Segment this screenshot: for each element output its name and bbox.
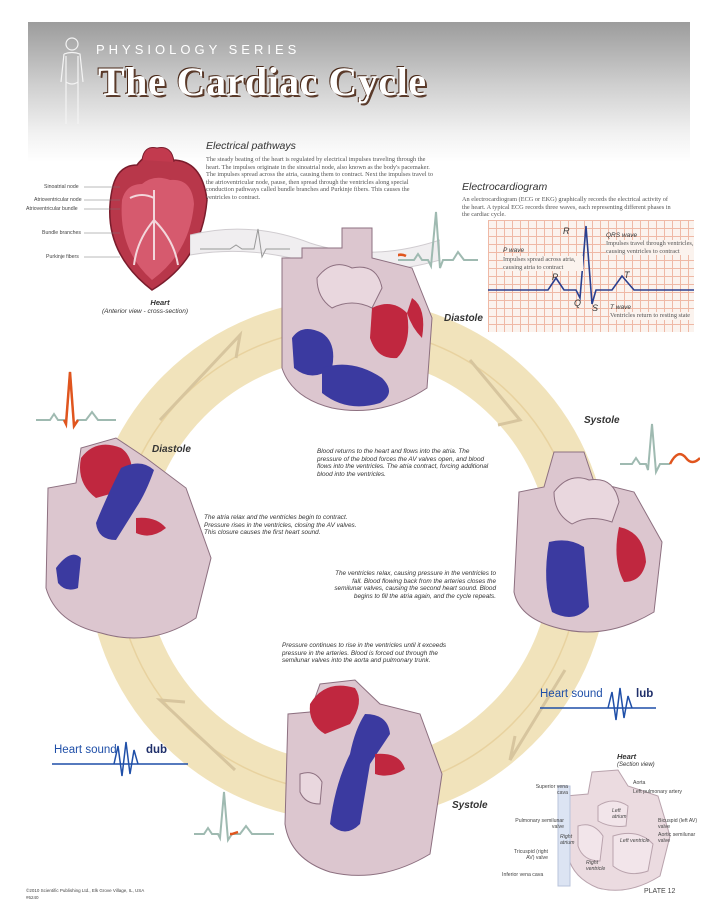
label-superior-vena-cava: Superior vena cava: [535, 784, 568, 796]
label-pulmonary-semilunar-valve: Pulmonary semilunar valve: [515, 818, 564, 830]
label-sinoatrial-node: Sinoatrial node: [44, 184, 79, 190]
section-heart-title: Heart: [617, 752, 637, 761]
heart-systole-bottom: [284, 679, 443, 876]
label-inferior-vena-cava: Inferior vena cava: [502, 872, 544, 878]
cycle-text-atria-relax: The atria relax and the ventricles begin…: [204, 514, 357, 536]
copyright: ©2010 Scientific Publishing Ltd., Elk Gr…: [26, 888, 145, 893]
series-label: PHYSIOLOGY SERIES: [96, 42, 301, 57]
human-figure-icon: [60, 37, 84, 124]
label-aorta: Aorta: [633, 780, 646, 786]
ecg-mini-top: [398, 211, 478, 270]
section-heart-illustration: [557, 769, 671, 891]
ecg-mini-right: [620, 423, 700, 476]
ecg-letter-p: P: [552, 272, 559, 282]
ecg-text: An electrocardiogram (ECG or EKG) graphi…: [462, 196, 671, 219]
phase-label-systole-bottom: Systole: [452, 800, 488, 811]
label-left-ventricle: Left ventricle: [620, 838, 650, 844]
heart-sound-label: Heart sound: [540, 688, 603, 700]
heart-sound-label-2: Heart sound: [54, 744, 117, 756]
heart-systole-right: [513, 451, 663, 633]
ecg-trace: [488, 225, 694, 305]
cycle-text-ventricles-relax: The ventricles relax, causing pressure i…: [334, 570, 496, 600]
page-title: The Cardiac Cycle: [98, 59, 427, 104]
label-right-ventricle: Right ventricle: [586, 860, 606, 872]
label-aortic-semilunar-valve: Aortic semilunar valve: [658, 832, 696, 844]
ecg-qrs-desc: Impulses travel through ventricles, caus…: [606, 240, 694, 256]
plate-number: PLATE 12: [644, 888, 676, 895]
ecg-t-wave-title: T wave: [610, 304, 631, 311]
label-tricuspid-valve: Tricuspid (right AV) valve: [513, 849, 548, 861]
ecg-p-wave-desc: Impulses spread across atria, causing at…: [503, 256, 583, 272]
heart-sound-lub: lub: [636, 688, 654, 700]
ecg-letter-q: Q: [574, 298, 582, 308]
ecg-p-wave-title: P wave: [503, 247, 525, 254]
electrical-pathways-title: Electrical pathways: [206, 140, 296, 152]
heart-diastole-left: [45, 437, 212, 639]
phase-label-diastole-top: Diastole: [444, 313, 483, 324]
label-left-pulmonary-artery: Left pulmonary artery: [633, 789, 683, 795]
product-code: #6240: [26, 895, 39, 900]
label-av-bundle: Atrioventricular bundle: [26, 206, 78, 212]
label-bicuspid-valve: Bicuspid (left AV) valve: [658, 818, 698, 830]
label-leader-lines: [84, 186, 120, 258]
ecg-mini-left: [36, 371, 116, 430]
heart-anterior-title: Heart: [150, 298, 170, 307]
heart-sound-lub-wave: [540, 687, 656, 721]
label-purkinje-fibers: Purkinje fibers: [46, 254, 79, 260]
phase-label-diastole-left: Diastole: [152, 444, 191, 455]
heart-diastole-top: [281, 227, 433, 411]
heart-anterior-subtitle: (Anterior view - cross-section): [102, 308, 188, 315]
header-band: [28, 22, 690, 162]
ecg-letter-s: S: [592, 303, 599, 313]
label-bundle-branches: Bundle branches: [42, 230, 81, 236]
heart-sound-dub: dub: [146, 744, 168, 756]
cycle-text-diastole: Blood returns to the heart and flows int…: [317, 448, 489, 478]
heart-sound-dub-wave: [52, 741, 188, 777]
ecg-qrs-title: QRS wave: [606, 232, 638, 239]
electrical-pathways-text: The steady beating of the heart is regul…: [206, 156, 433, 201]
ecg-t-wave-desc: Ventricles return to resting state: [610, 312, 694, 320]
heart-sound-lub-label: Heart sound: [540, 688, 603, 700]
label-av-node: Atrioventricular node: [34, 197, 82, 203]
electrical-heart-illustration: [109, 147, 208, 291]
ecg-title: Electrocardiogram: [462, 181, 548, 193]
ecg-mini-bottom: [194, 791, 274, 843]
section-heart-subtitle: (Section view): [617, 762, 655, 768]
heart-sound-dub-label: Heart sound: [54, 744, 117, 756]
phase-label-systole-right: Systole: [584, 415, 620, 426]
ecg-letter-r: R: [563, 226, 570, 236]
ecg-letter-t: T: [624, 270, 630, 280]
cycle-text-pressure-rises: Pressure continues to rise in the ventri…: [282, 642, 447, 664]
label-right-atrium: Right atrium: [560, 834, 575, 846]
label-left-atrium: Left atrium: [612, 808, 627, 820]
